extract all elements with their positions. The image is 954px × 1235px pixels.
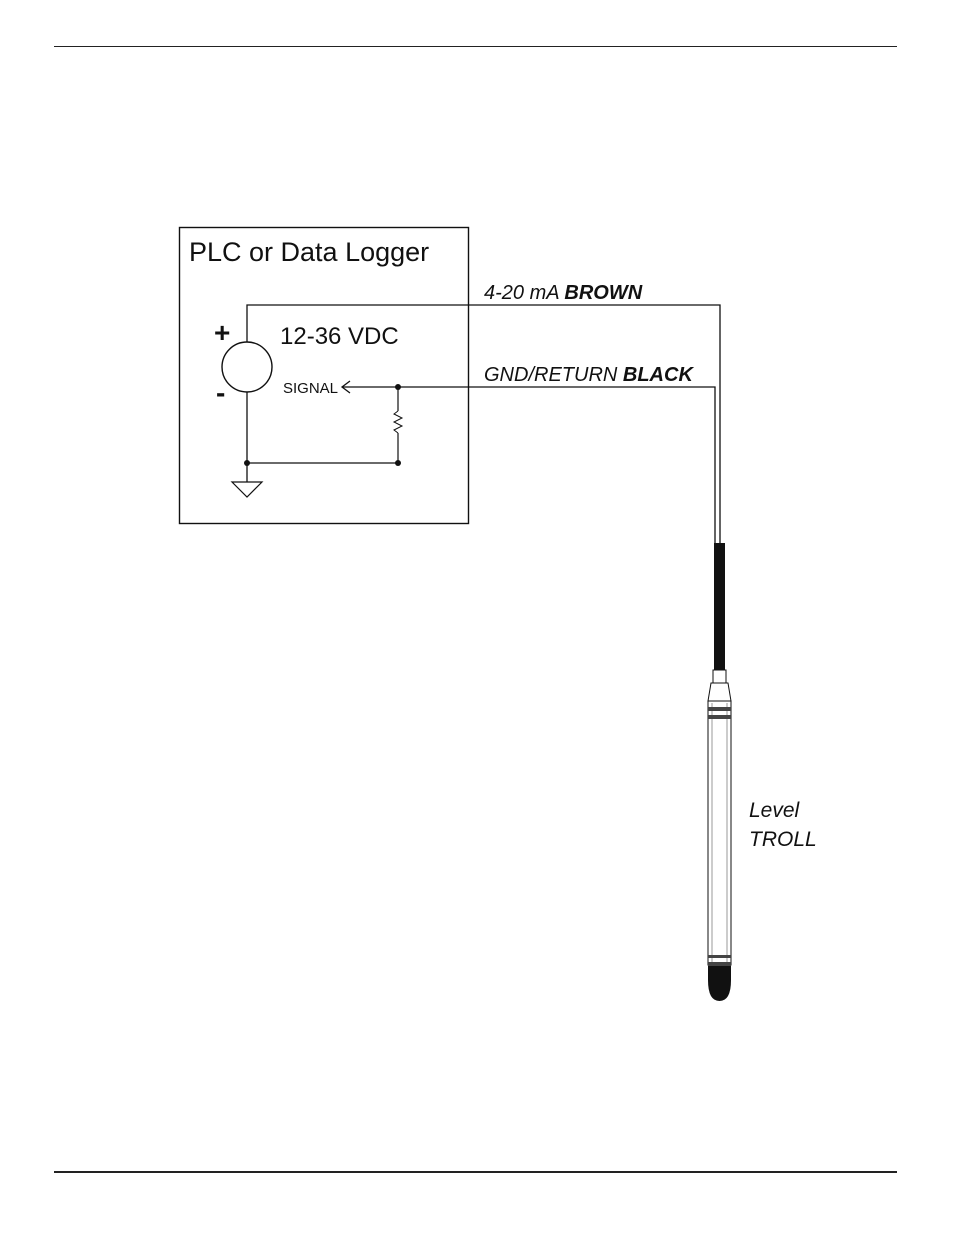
- cable-strain-relief: [713, 670, 726, 683]
- junction-dot: [244, 460, 250, 466]
- sensor-band: [708, 707, 731, 711]
- level-troll-sensor: [708, 543, 731, 1001]
- device-label-line2: TROLL: [749, 828, 817, 851]
- plus-terminal-label: +: [214, 317, 230, 348]
- sensor-cable: [714, 543, 725, 670]
- box-title: PLC or Data Logger: [189, 237, 429, 267]
- sensor-band: [708, 715, 731, 719]
- signal-label: SIGNAL: [283, 380, 338, 397]
- black-wire-label: GND/RETURN BLACK: [484, 364, 694, 386]
- ground-icon: [232, 482, 262, 497]
- ground-return-line: [247, 392, 398, 463]
- resistor-symbol: [394, 411, 402, 433]
- supply-voltage-label: 12-36 VDC: [280, 323, 399, 350]
- device-label-line1: Level: [749, 799, 801, 822]
- sensor-body: [708, 701, 731, 965]
- power-supply-symbol: [222, 342, 272, 392]
- sensor-band: [708, 962, 731, 966]
- black-wire: [398, 387, 715, 545]
- junction-dot: [395, 384, 401, 390]
- sensor-nose-cone: [708, 966, 731, 1001]
- sensor-band: [708, 955, 731, 958]
- minus-terminal-label: -: [216, 377, 225, 408]
- sensor-connector: [708, 683, 731, 701]
- junction-dot: [395, 460, 401, 466]
- brown-wire-label: 4-20 mA BROWN: [484, 282, 643, 304]
- footer-rule: [54, 1171, 897, 1173]
